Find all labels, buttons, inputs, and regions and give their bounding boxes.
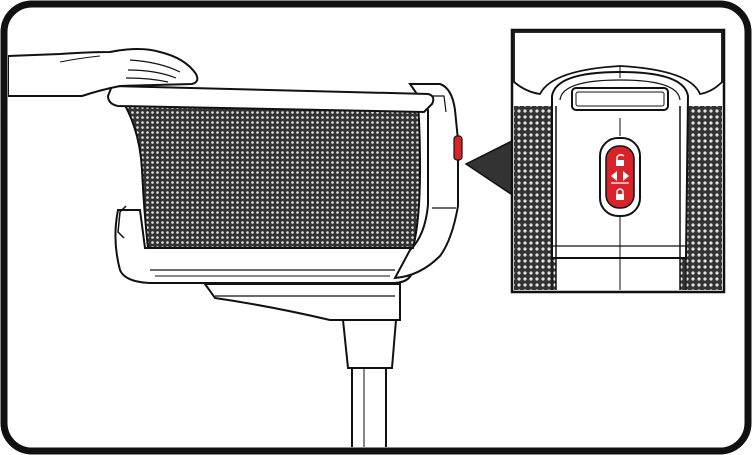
bassinet-top-rim [106,84,435,114]
lock-closed-icon [616,188,624,200]
bassinet-base-support [203,283,401,321]
detail-callout-box [510,28,726,294]
hand-icon [8,48,199,97]
bassinet-side-frame [393,83,463,280]
lock-release-button [599,137,641,217]
bassinet-mesh-basket [120,98,422,249]
stand-pole [341,319,398,447]
lock-open-icon [616,154,625,166]
side-lock-button [453,135,463,161]
arrow-right-icon [623,171,629,181]
handle-grip-slot [571,87,669,111]
arrow-left-icon [611,171,617,181]
